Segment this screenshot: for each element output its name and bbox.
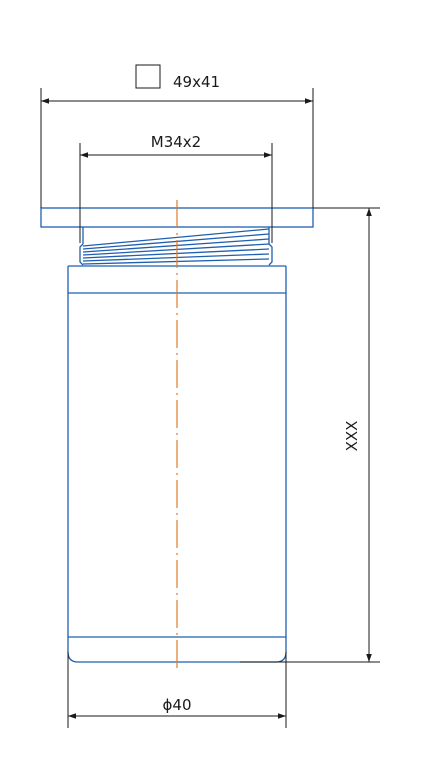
cylinder-body: [67, 265, 380, 663]
dimension-thread: M34x2: [79, 133, 273, 243]
part-outline: [40, 207, 380, 663]
height-dimension-label: XXX: [343, 421, 361, 452]
square-dimension-label: 49x41: [173, 73, 220, 91]
square-symbol-icon: [135, 64, 161, 89]
dimension-height: XXX: [313, 207, 380, 662]
thread-dimension-label: M34x2: [151, 133, 201, 151]
thread-section: [79, 227, 273, 266]
diameter-dimension-label: ϕ40: [163, 696, 192, 714]
dimension-diameter: ϕ40: [67, 652, 287, 728]
dimension-square: 49x41: [40, 64, 314, 208]
